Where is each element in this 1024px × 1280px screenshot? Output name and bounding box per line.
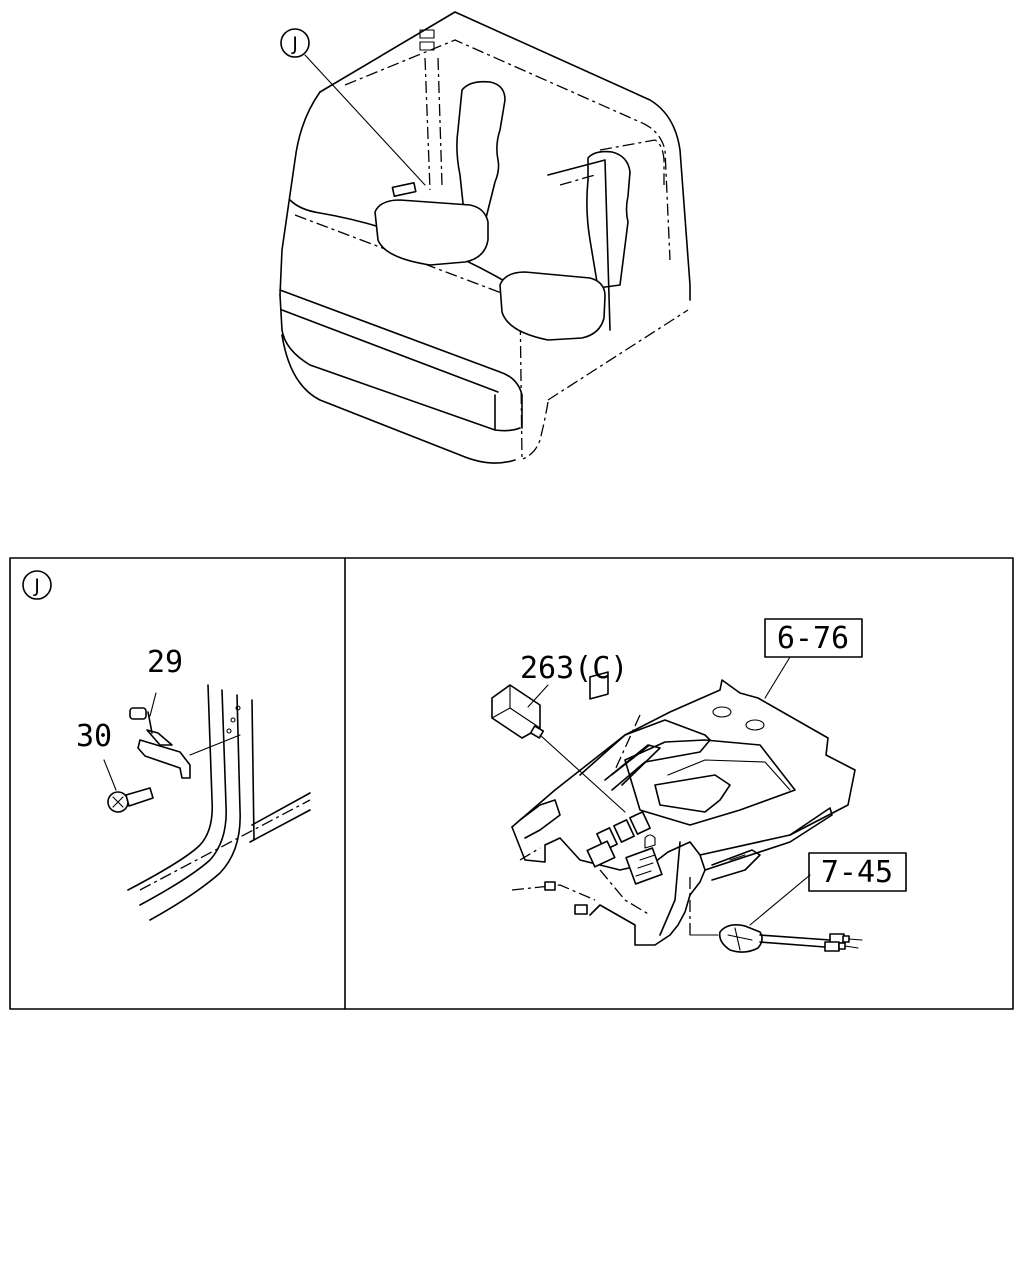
cab-illustration: J (279, 11, 691, 464)
detail-callout-label: J (33, 575, 40, 597)
ref-6-76-label: 6-76 (777, 621, 849, 656)
detail-j-panel: J 29 30 (22, 570, 311, 921)
ref-7-45-label: 7-45 (821, 855, 893, 890)
cab-callout-circle (280, 28, 310, 58)
part-263-label: 263(C) (520, 651, 628, 686)
cab-callout-label: J (291, 33, 298, 55)
console-panel: 263(C) 6-76 7-45 (491, 618, 907, 953)
detail-callout-circle (22, 570, 52, 600)
ref-6-76-box (764, 618, 863, 658)
part-30-label: 30 (76, 719, 112, 754)
ref-7-45-box (808, 852, 907, 892)
detail-frame (9, 557, 1014, 1010)
part-29-label: 29 (147, 645, 183, 680)
